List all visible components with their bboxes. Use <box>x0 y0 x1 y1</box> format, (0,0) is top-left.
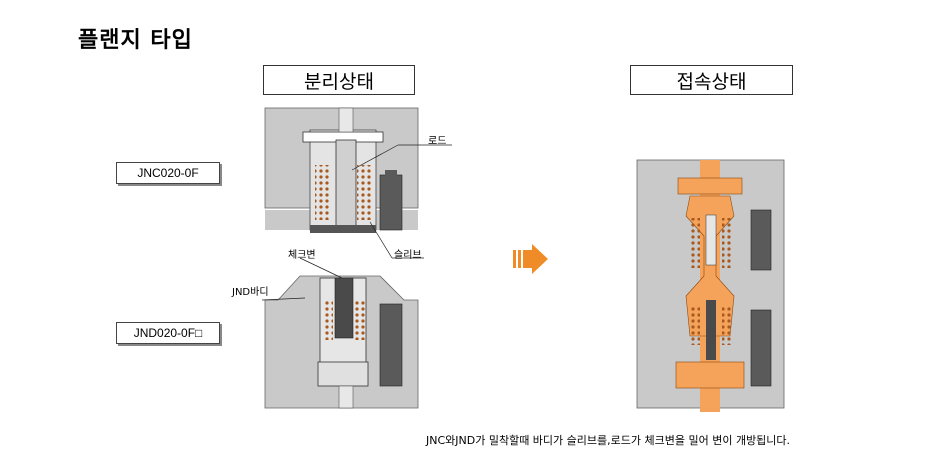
separated-state-label: 분리상태 <box>263 65 415 95</box>
jnc-coupler-drawing <box>264 107 419 233</box>
jnc-model-tag: JNC020-0F <box>116 162 220 184</box>
direction-arrow <box>513 244 548 274</box>
sleeve-label: 슬리브 <box>394 250 422 261</box>
check-valve-label: 체크변 <box>288 250 316 261</box>
jnd-model-tag: JND020-0F□ <box>116 322 220 344</box>
page-title: 플랜지 타입 <box>78 28 193 53</box>
connected-state-label: 접속상태 <box>630 65 793 95</box>
jnd-coupler-drawing <box>264 275 419 409</box>
caption-text: JNC와JND가 밀착할때 바디가 슬리브를,로드가 체크변을 밀어 변이 개방… <box>426 434 791 447</box>
rod-label: 로드 <box>428 136 447 147</box>
jnd-body-label: JND바디 <box>232 287 269 298</box>
connected-coupler-drawing <box>636 159 785 412</box>
